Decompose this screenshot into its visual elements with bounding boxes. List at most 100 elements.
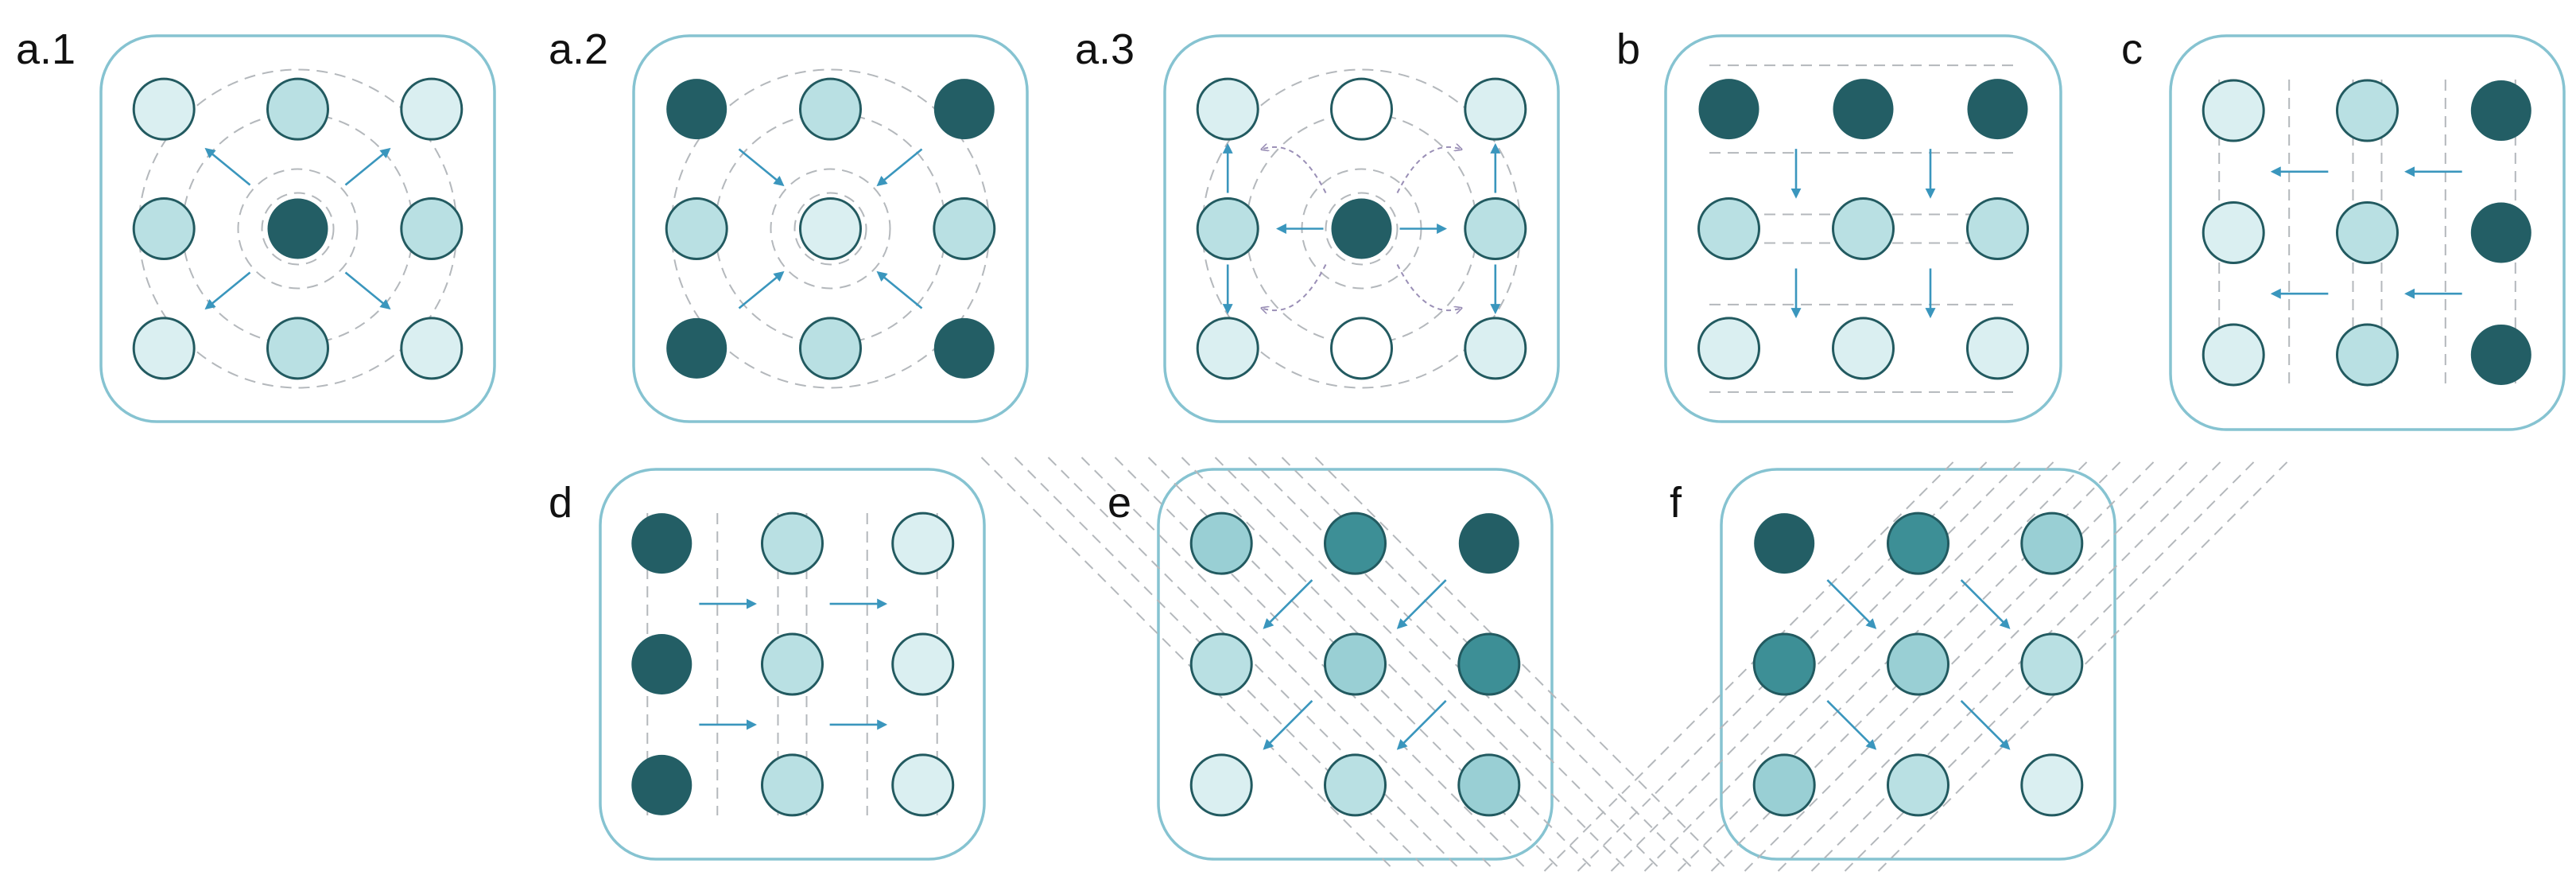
node-light: [1697, 197, 1761, 260]
node-grid: [1189, 512, 1521, 817]
arrow: [1826, 579, 1877, 629]
panel-label-e: e: [1108, 479, 1131, 527]
arrow: [1263, 700, 1313, 750]
arrow: [1826, 700, 1877, 750]
node-pale: [891, 753, 955, 817]
arrows: [204, 147, 391, 310]
node-pale: [1196, 77, 1259, 141]
node-grid: [665, 77, 996, 380]
panel-label-b: b: [1616, 25, 1640, 73]
guide-line: [1744, 457, 2159, 872]
node-light: [761, 753, 824, 817]
node-dark: [933, 317, 995, 379]
panel-f: f: [1543, 457, 2293, 872]
guide-ring: [793, 192, 867, 266]
arrows: [738, 148, 923, 309]
panel-d: d: [549, 468, 986, 861]
node-pale: [400, 317, 464, 380]
node-white: [1330, 77, 1393, 141]
arrows: [2270, 166, 2462, 299]
node-light: [2020, 632, 2084, 696]
node-teal: [1887, 512, 1949, 575]
panel-label-f: f: [1670, 479, 1682, 527]
panel-label-a2: a.2: [549, 25, 608, 73]
arrow: [738, 270, 785, 309]
node-light: [1464, 197, 1527, 260]
node-teal: [1752, 632, 1816, 696]
arrow: [1960, 579, 2011, 629]
node-light: [132, 197, 196, 260]
node-dark: [631, 513, 692, 574]
node-light: [1832, 197, 1895, 260]
node-grid: [631, 512, 955, 817]
node-grid: [1697, 79, 2029, 380]
panel-label-a1: a.1: [16, 25, 76, 73]
node-light: [761, 512, 824, 575]
node-pale: [132, 77, 196, 141]
guide-ring: [1325, 192, 1399, 266]
node-pale: [1965, 317, 2029, 380]
node-light: [1887, 753, 1949, 817]
node-mid: [1752, 753, 1816, 817]
node-white: [1330, 317, 1393, 380]
node-mid: [1189, 512, 1253, 575]
guide-ring: [237, 168, 359, 290]
curved-arrow: [1263, 264, 1327, 311]
node-pale: [1196, 317, 1259, 380]
node-pale: [2202, 201, 2265, 264]
panel-c: c: [2121, 25, 2566, 431]
arrow: [738, 148, 785, 187]
node-dark: [2470, 80, 2531, 142]
guide-line: [1114, 457, 1530, 872]
panel-a1: a.1: [16, 25, 496, 423]
panel-a2: a.2: [549, 25, 1029, 423]
node-pale: [891, 632, 955, 696]
node-dark: [1458, 513, 1519, 574]
arrow: [204, 147, 251, 186]
node-dark: [631, 754, 692, 815]
arrow: [1263, 579, 1313, 629]
arrows: [1826, 579, 2011, 750]
panel-label-c: c: [2121, 25, 2143, 73]
node-light: [266, 77, 329, 141]
node-grid: [1752, 512, 2084, 817]
node-pale: [1697, 317, 1761, 380]
node-pale: [1189, 753, 1253, 817]
panel-label-a3: a.3: [1075, 25, 1135, 73]
guide-line: [1577, 457, 1992, 872]
node-dark: [666, 317, 727, 379]
node-pale: [1832, 317, 1895, 380]
guide-line: [1014, 457, 1430, 872]
arrow: [344, 271, 391, 310]
node-light: [2336, 79, 2399, 142]
guide-line: [1314, 457, 1730, 872]
node-dark: [2470, 324, 2531, 385]
node-dark: [2470, 202, 2531, 263]
guide-line: [1877, 457, 2293, 872]
node-light: [266, 317, 329, 380]
arrows: [1263, 579, 1447, 750]
node-pale: [1464, 317, 1527, 380]
node-grid: [1196, 77, 1527, 380]
curved-arrow: [1396, 264, 1461, 311]
node-pale: [400, 77, 464, 141]
node-pale: [891, 512, 955, 575]
node-pale: [132, 317, 196, 380]
node-light: [1965, 197, 2029, 260]
node-dark: [631, 634, 692, 694]
node-light: [761, 632, 824, 696]
panel-label-d: d: [549, 479, 572, 527]
node-teal: [1457, 632, 1521, 696]
node-pale: [799, 197, 862, 260]
guide-ring: [261, 192, 335, 266]
panel-b: b: [1616, 25, 2062, 423]
arrow: [1396, 700, 1447, 750]
node-light: [665, 197, 728, 260]
node-pale: [1464, 77, 1527, 141]
node-mid: [1887, 632, 1949, 696]
node-dark: [933, 79, 995, 140]
guide-ring: [770, 168, 891, 290]
node-dark: [1967, 79, 2028, 140]
guide-line: [1777, 457, 2193, 872]
arrows: [1222, 142, 1501, 315]
